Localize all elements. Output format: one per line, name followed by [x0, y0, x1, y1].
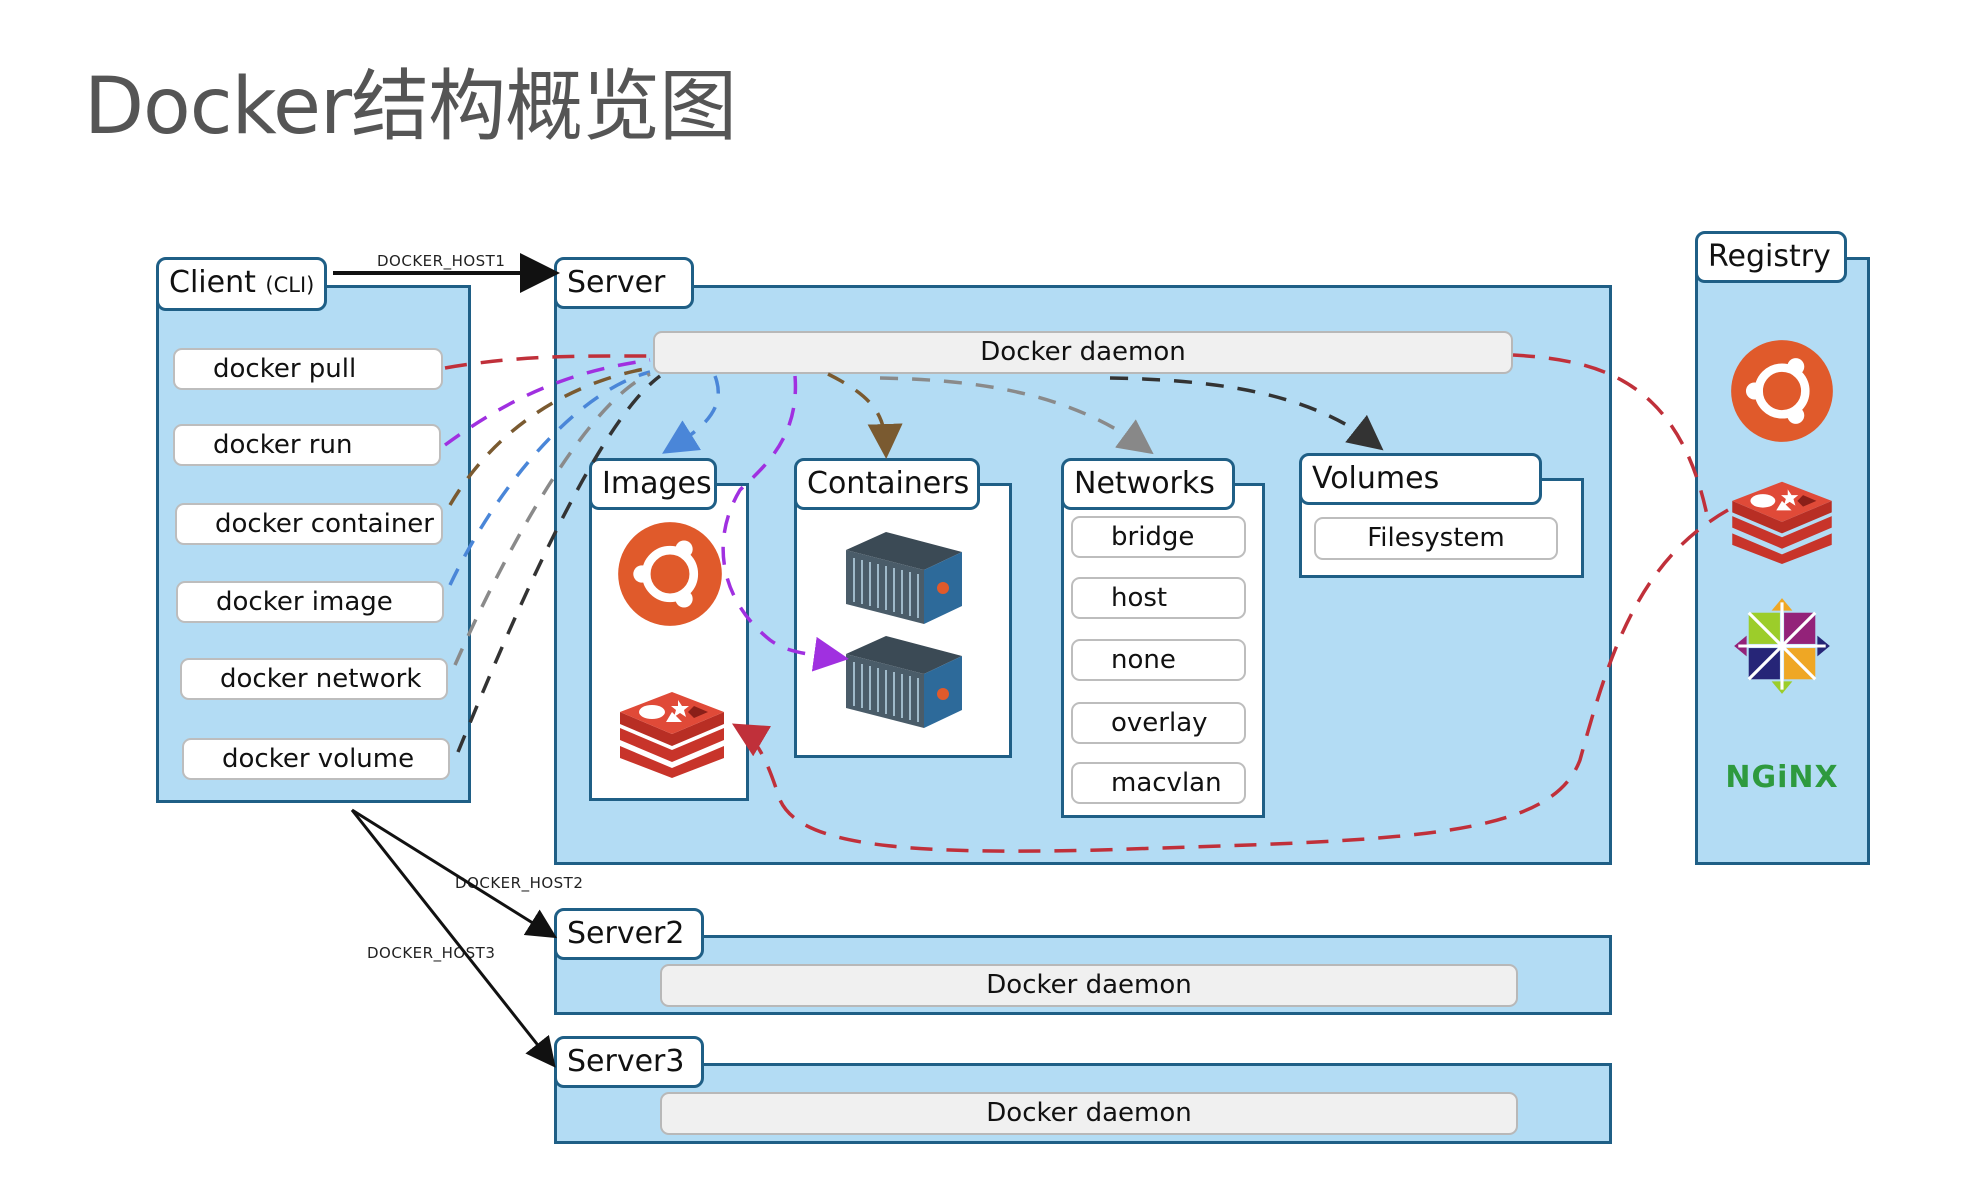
network-bridge[interactable]: bridge — [1071, 516, 1246, 558]
docker-host3-label: DOCKER_HOST3 — [367, 944, 496, 962]
registry-redis-icon[interactable] — [1728, 476, 1836, 564]
registry-nginx-logo[interactable]: NGiNX — [1725, 760, 1839, 795]
ubuntu-logo-icon[interactable] — [616, 520, 724, 628]
cmd-docker-container[interactable]: docker container — [175, 503, 443, 545]
server2-tab: Server2 — [554, 908, 704, 960]
cmd-docker-volume[interactable]: docker volume — [182, 738, 450, 780]
host3-arrow — [350, 809, 556, 1068]
client-label: Client — [169, 265, 256, 300]
images-tab: Images — [589, 458, 717, 510]
cmd-docker-pull[interactable]: docker pull — [173, 348, 443, 390]
docker-host2-label: DOCKER_HOST2 — [455, 874, 584, 892]
redis-logo-icon[interactable] — [616, 686, 728, 778]
docker-daemon[interactable]: Docker daemon — [653, 331, 1513, 374]
host2-arrow — [351, 808, 558, 939]
registry-tab: Registry — [1695, 231, 1847, 283]
cmd-docker-run[interactable]: docker run — [173, 424, 441, 466]
client-tab: Client (CLI) — [156, 257, 328, 311]
volume-filesystem[interactable]: Filesystem — [1314, 517, 1558, 560]
registry-ubuntu-icon[interactable] — [1729, 338, 1835, 444]
cmd-docker-network[interactable]: docker network — [180, 658, 448, 700]
docker-host1-label: DOCKER_HOST1 — [377, 252, 506, 270]
containers-tab: Containers — [794, 458, 980, 510]
server3-docker-daemon[interactable]: Docker daemon — [660, 1092, 1518, 1135]
network-host[interactable]: host — [1071, 577, 1246, 619]
volumes-tab: Volumes — [1299, 453, 1542, 505]
container-1-icon[interactable] — [842, 528, 966, 632]
network-macvlan[interactable]: macvlan — [1071, 762, 1246, 804]
client-sublabel: (CLI) — [265, 273, 315, 297]
cmd-docker-image[interactable]: docker image — [176, 581, 444, 623]
networks-tab: Networks — [1061, 458, 1235, 510]
network-overlay[interactable]: overlay — [1071, 702, 1246, 744]
container-2-icon[interactable] — [842, 632, 966, 736]
server3-tab: Server3 — [554, 1036, 704, 1088]
server-tab: Server — [554, 257, 694, 309]
network-none[interactable]: none — [1071, 639, 1246, 681]
server2-docker-daemon[interactable]: Docker daemon — [660, 964, 1518, 1007]
page-title: Docker结构概览图 — [84, 62, 737, 152]
registry-centos-icon[interactable] — [1730, 594, 1834, 698]
